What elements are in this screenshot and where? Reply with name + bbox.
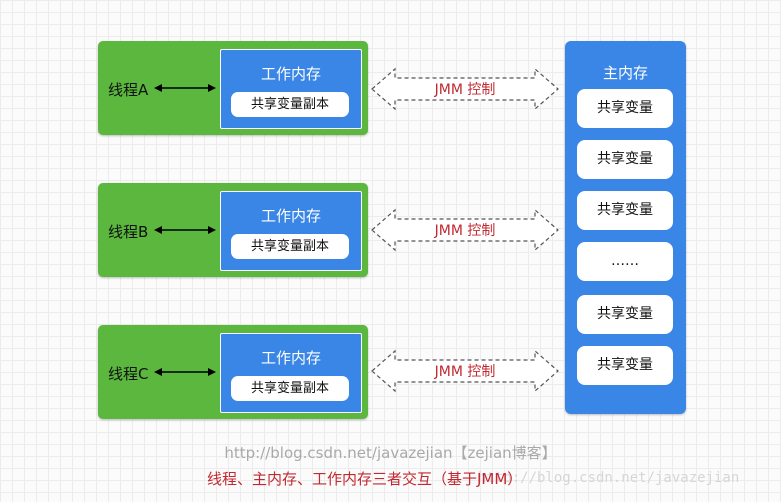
- shared-variable: 共享变量: [577, 89, 673, 128]
- double-arrow-icon: [154, 368, 216, 376]
- shared-variable-copy: 共享变量副本: [231, 234, 349, 259]
- ellipsis-variable: ……: [577, 242, 673, 281]
- shared-variable: 共享变量: [577, 140, 673, 179]
- jmm-control-label: JMM 控制: [434, 223, 496, 239]
- thread-b-label: 线程B: [108, 223, 149, 241]
- thread-c-label: 线程C: [108, 365, 149, 383]
- jmm-control-arrow-c: JMM 控制: [370, 348, 560, 394]
- jmm-control-label: JMM 控制: [434, 364, 496, 380]
- thread-b-work-memory: 工作内存 共享变量副本: [220, 191, 362, 271]
- work-memory-title: 工作内存: [260, 65, 321, 83]
- work-memory-title: 工作内存: [260, 349, 321, 367]
- shared-variable: 共享变量: [577, 191, 673, 230]
- source-url: http://blog.csdn.net/javazejian【zejian博客…: [224, 444, 557, 462]
- shared-variable-copy: 共享变量副本: [231, 92, 349, 117]
- thread-b-box: 线程B 工作内存 共享变量副本: [98, 183, 368, 277]
- thread-a-work-memory: 工作内存 共享变量副本: [220, 49, 362, 129]
- jmm-control-arrow-b: JMM 控制: [370, 207, 560, 253]
- thread-a-label: 线程A: [108, 81, 149, 99]
- dashed-double-arrow-icon: [371, 67, 559, 111]
- double-arrow-icon: [154, 84, 216, 92]
- dashed-double-arrow-icon: [371, 208, 559, 252]
- main-memory-box: 主内存 共享变量 共享变量 共享变量 …… 共享变量 共享变量: [565, 41, 686, 414]
- double-arrow-icon: [154, 226, 216, 234]
- thread-c-work-memory: 工作内存 共享变量副本: [220, 333, 362, 413]
- jmm-control-label: JMM 控制: [434, 82, 496, 98]
- work-memory-title: 工作内存: [260, 207, 321, 225]
- thread-a-box: 线程A 工作内存 共享变量副本: [98, 41, 368, 135]
- jmm-control-arrow-a: JMM 控制: [370, 66, 560, 112]
- shared-variable: 共享变量: [577, 346, 673, 385]
- diagram-caption: 线程、主内存、工作内存三者交互（基于JMM）: [207, 470, 523, 488]
- thread-c-box: 线程C 工作内存 共享变量副本: [98, 325, 368, 419]
- shared-variable: 共享变量: [577, 295, 673, 334]
- dashed-double-arrow-icon: [371, 349, 559, 393]
- shared-variable-copy: 共享变量副本: [231, 376, 349, 401]
- watermark: http://blog.csdn.net/javazejian: [478, 470, 740, 486]
- main-memory-title: 主内存: [602, 64, 648, 82]
